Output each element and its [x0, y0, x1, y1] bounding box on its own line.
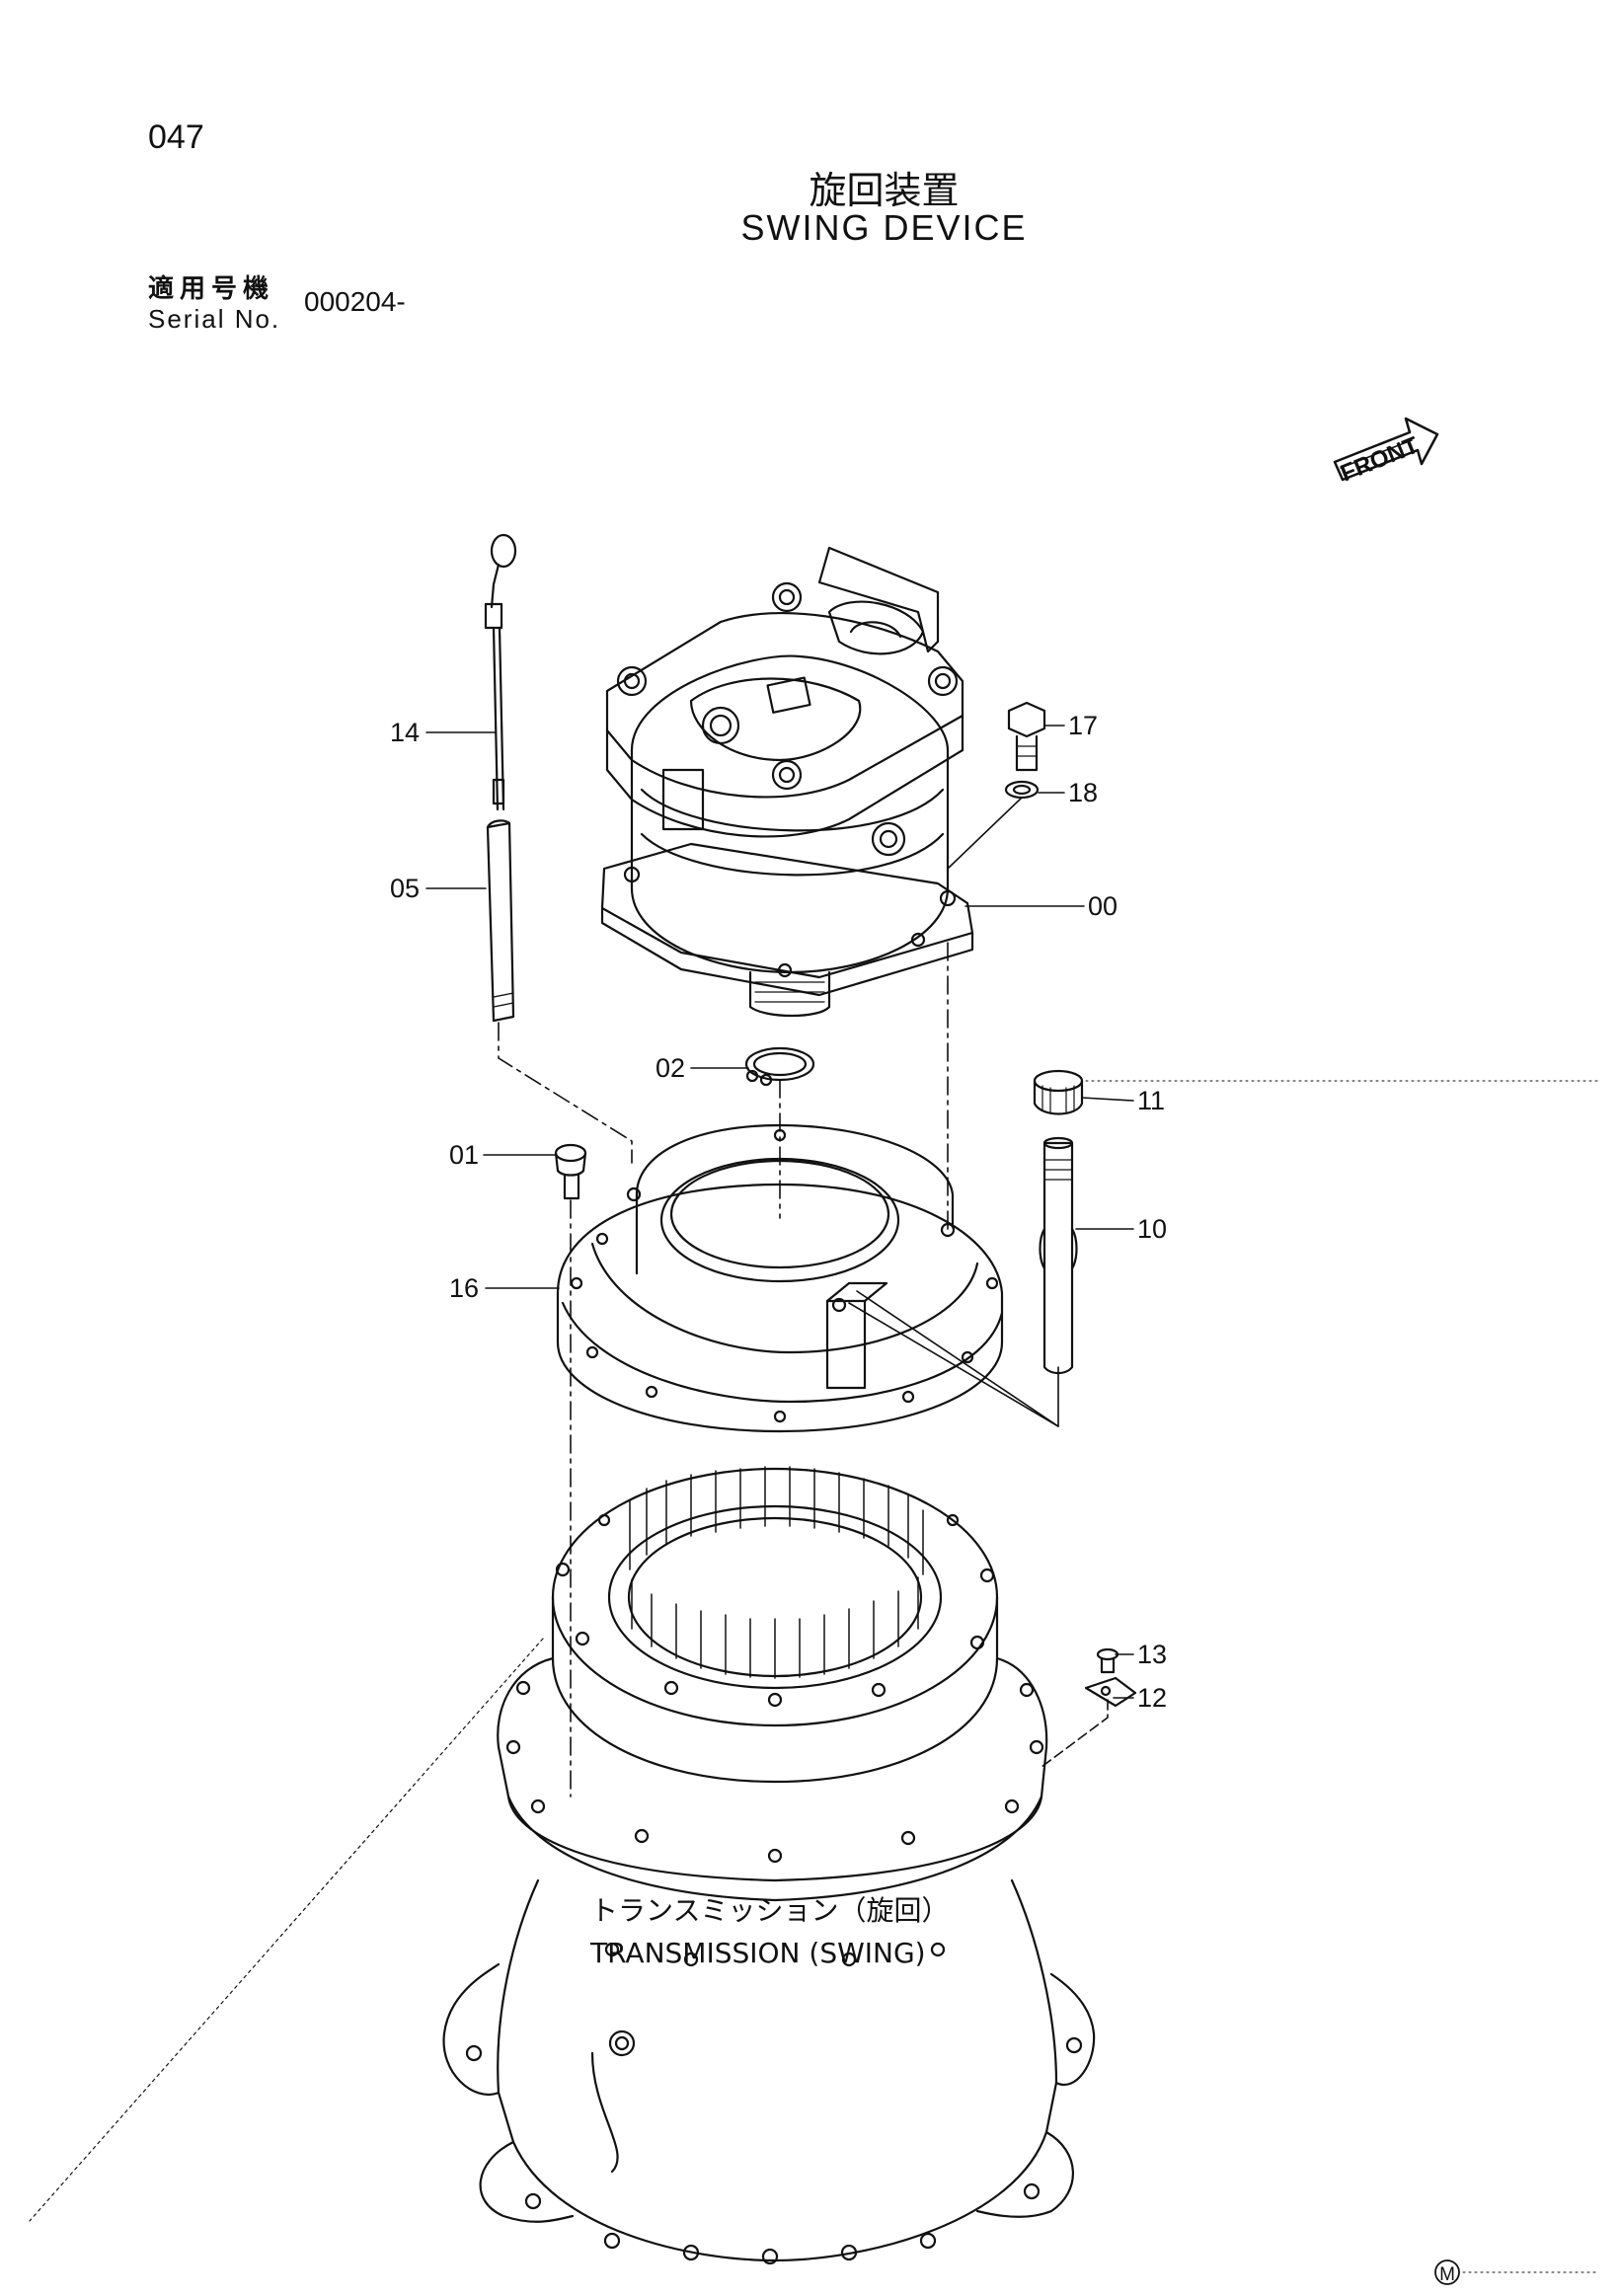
- callout-12: 12: [1137, 1683, 1167, 1713]
- leader-lines: [29, 725, 1600, 2222]
- callout-02: 02: [656, 1053, 685, 1083]
- serial-label-english: Serial No.: [148, 304, 281, 334]
- transmission-housing: [442, 1466, 1096, 2265]
- bolt-01-part: [554, 1143, 587, 1200]
- callout-14: 14: [390, 718, 420, 747]
- transmission-label-japanese: トランスミッション（旋回）: [590, 1894, 949, 1927]
- fill-pipe-part: [1039, 1136, 1078, 1375]
- front-arrow-icon: FRONT: [1333, 417, 1439, 488]
- callout-labels: 14 05 02 01 16 11 10 13 12 17 18 00: [390, 711, 1167, 1713]
- bolt-13-part: [1096, 1647, 1119, 1674]
- callout-13: 13: [1137, 1640, 1167, 1669]
- serial-label-japanese: 適用号機: [148, 274, 275, 304]
- callout-11: 11: [1137, 1086, 1165, 1115]
- bolt-17-part: [1007, 701, 1046, 772]
- callout-18: 18: [1068, 778, 1098, 807]
- callout-17: 17: [1068, 711, 1098, 740]
- guide-pipe-part: [486, 819, 515, 1023]
- title-english: SWING DEVICE: [740, 207, 1028, 248]
- washer-18-part: [1004, 780, 1040, 800]
- page-number: 047: [148, 118, 204, 156]
- callout-05: 05: [390, 874, 420, 903]
- plate-12-part: [1084, 1676, 1137, 1708]
- callout-01: 01: [449, 1140, 479, 1170]
- circled-m-icon: M: [1434, 2259, 1600, 2285]
- transmission-label-english: TRANSMISSION (SWING): [589, 1937, 926, 1969]
- front-label: FRONT: [1337, 431, 1423, 487]
- title-japanese: 旋回装置: [809, 169, 960, 212]
- dipstick-part: [484, 533, 517, 811]
- callout-10: 10: [1137, 1214, 1167, 1244]
- swing-motor-part: [600, 546, 974, 1018]
- corner-mark-letter: M: [1439, 2264, 1455, 2285]
- cap-part: [1033, 1069, 1084, 1115]
- snap-ring-part: [744, 1046, 815, 1087]
- callout-00: 00: [1088, 891, 1118, 921]
- serial-number-value: 000204-: [304, 286, 406, 317]
- callout-16: 16: [449, 1273, 479, 1303]
